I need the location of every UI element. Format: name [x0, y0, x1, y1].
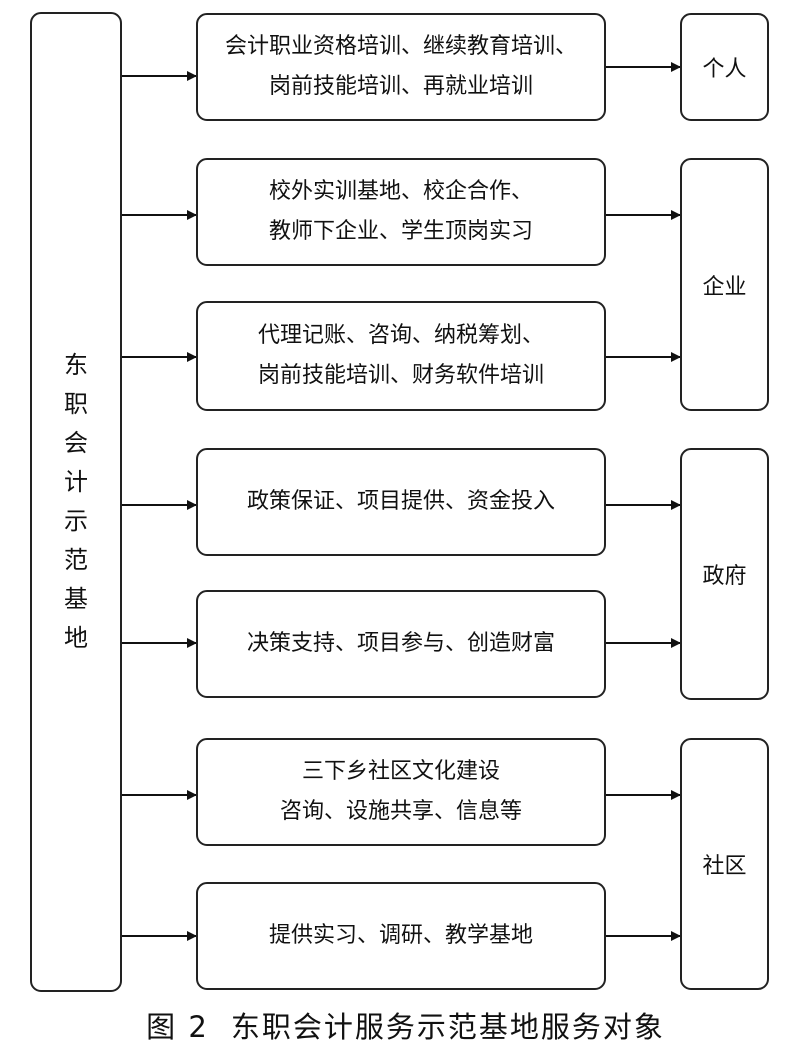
service-text-line: 校外实训基地、校企合作、 [268, 179, 533, 204]
source-char: 范 [64, 546, 88, 574]
service-box-1: 会计职业资格培训、继续教育培训、 岗前技能培训、再就业培训 [196, 13, 606, 121]
target-box-enterprise: 企业 [680, 158, 769, 411]
service-text-line: 决策支持、项目参与、创造财富 [246, 631, 555, 656]
target-label: 企业 [702, 274, 747, 300]
service-text-line: 提供实习、调研、教学基地 [268, 923, 533, 948]
target-box-individual: 个人 [680, 13, 769, 121]
source-char: 地 [64, 624, 88, 652]
target-label: 社区 [702, 854, 747, 879]
service-text-line: 三下乡社区文化建设 [301, 759, 500, 784]
source-char: 会 [64, 429, 88, 457]
target-box-government: 政府 [680, 448, 769, 700]
service-box-3: 代理记账、咨询、纳税筹划、 岗前技能培训、财务软件培训 [196, 301, 606, 411]
figure-caption: 图 2 东职会计服务示范基地服务对象 [0, 1004, 811, 1046]
service-box-6: 三下乡社区文化建设 咨询、设施共享、信息等 [196, 738, 606, 846]
service-text-line: 政策保证、项目提供、资金投入 [246, 489, 555, 514]
target-label: 个人 [702, 57, 747, 82]
figure-title: 东职会计服务示范基地服务对象 [230, 1010, 665, 1044]
service-text-line: 岗前技能培训、财务软件培训 [257, 363, 544, 388]
target-box-community: 社区 [680, 738, 769, 990]
service-box-4: 政策保证、项目提供、资金投入 [196, 448, 606, 556]
source-box: 东 职 会 计 示 范 基 地 [30, 12, 122, 992]
service-text-line: 咨询、设施共享、信息等 [279, 799, 522, 824]
service-box-7: 提供实习、调研、教学基地 [196, 882, 606, 990]
service-box-2: 校外实训基地、校企合作、 教师下企业、学生顶岗实习 [196, 158, 606, 266]
target-label: 政府 [702, 564, 747, 589]
figure-number: 图 2 [146, 1010, 209, 1044]
service-text-line: 代理记账、咨询、纳税筹划、 [257, 323, 544, 348]
source-char: 基 [64, 585, 88, 613]
source-char: 东 [64, 351, 88, 379]
source-char: 计 [64, 468, 88, 496]
service-text-line: 会计职业资格培训、继续教育培训、 [224, 34, 577, 59]
source-char: 示 [64, 507, 88, 535]
source-char: 职 [64, 390, 88, 418]
service-box-5: 决策支持、项目参与、创造财富 [196, 590, 606, 698]
service-text-line: 教师下企业、学生顶岗实习 [268, 219, 533, 244]
service-text-line: 岗前技能培训、再就业培训 [268, 74, 533, 99]
